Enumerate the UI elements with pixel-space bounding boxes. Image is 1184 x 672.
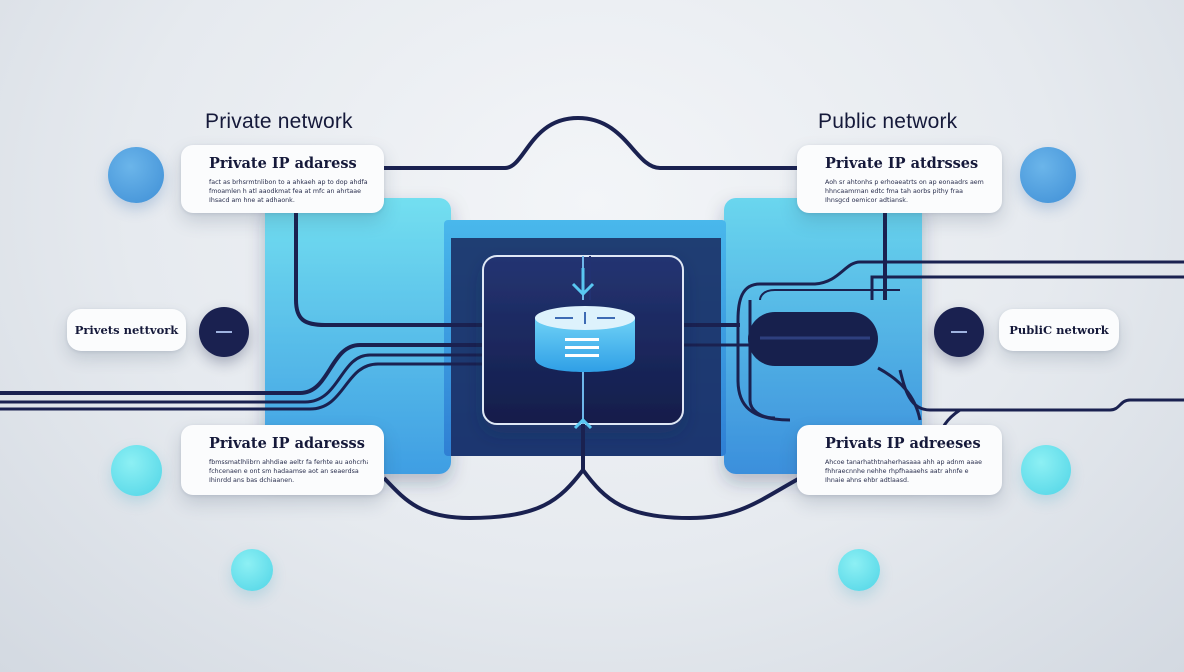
- card-line: Aoh sr ahtonhs p erhoaeatrts on ap eonaa…: [825, 179, 984, 186]
- node-dot-top-left: [108, 147, 164, 203]
- card-line: fchcenaen e ont sm hadaamse aot an seaer…: [209, 468, 359, 475]
- card-line: fmoamlen h atl aaodkmat fea at mfc an ah…: [209, 188, 362, 195]
- card-line: Ahcoe tanarhathtnaherhasaaa ahh ap adnm …: [825, 459, 982, 466]
- node-dot-bottom-left: [111, 445, 162, 496]
- top-loop-wire: [384, 115, 800, 170]
- left-panel: [265, 198, 451, 474]
- card-line: Ihinrdd ans bas dchiaanen.: [209, 477, 295, 484]
- minus-icon: [951, 331, 967, 333]
- minus-icon: [216, 331, 232, 333]
- node-dot-bottom-right: [1021, 445, 1071, 495]
- pill-private-network: Privets nettvork: [67, 309, 186, 351]
- card-line: fact as brhsrmtnlibon to a ahkaeh ap to …: [209, 179, 368, 186]
- card-line: Ihnaie ahns ehbr adtlaasd.: [825, 477, 909, 484]
- card-line: fhhraecnnhe nehhe rhpfhaaaehs aatr ahnfe…: [825, 468, 969, 475]
- card-line: hhncaamrnan edtc fma tah aorbs pithy fra…: [825, 188, 963, 195]
- arrow-down-icon: [571, 268, 595, 297]
- card-title: Private IP adaress: [209, 155, 357, 172]
- card-private-ip-bottom-right: Privats IP adreeses Ahcoe tanarhathtnahe…: [797, 425, 1002, 495]
- node-dot-top-right: [1020, 147, 1076, 203]
- arrow-up-icon: [573, 417, 593, 430]
- router-disk-icon: [535, 306, 635, 372]
- card-private-ip-top-left: Private IP adaress fact as brhsrmtnlibon…: [181, 145, 384, 213]
- pill-public-network: PubliC network: [999, 309, 1119, 351]
- node-dot-lower-right: [838, 549, 880, 591]
- card-private-ip-bottom-left: Private IP adaresss fbmssmatlhlibrn ahhd…: [181, 425, 384, 495]
- card-line: Ihsacd am hne at adhaonk.: [209, 197, 295, 204]
- minus-node-right: [934, 307, 984, 357]
- card-title: Private IP atdrsses: [825, 155, 979, 172]
- heading-private-network: Private network: [205, 110, 353, 133]
- bottom-loop-wire: [382, 466, 801, 521]
- card-line: fbmssmatlhlibrn ahhdiae aeltr fa ferhte …: [209, 459, 368, 466]
- node-dot-lower-left: [231, 549, 273, 591]
- card-title: Privats IP adreeses: [825, 435, 981, 452]
- minus-node-left: [199, 307, 249, 357]
- card-private-ip-top-right: Private IP atdrsses Aoh sr ahtonhs p erh…: [797, 145, 1002, 213]
- heading-public-network: Public network: [818, 110, 958, 133]
- card-title: Private IP adaresss: [209, 435, 365, 452]
- card-line: Ihnsgcd oemicor adtiansk.: [825, 197, 908, 204]
